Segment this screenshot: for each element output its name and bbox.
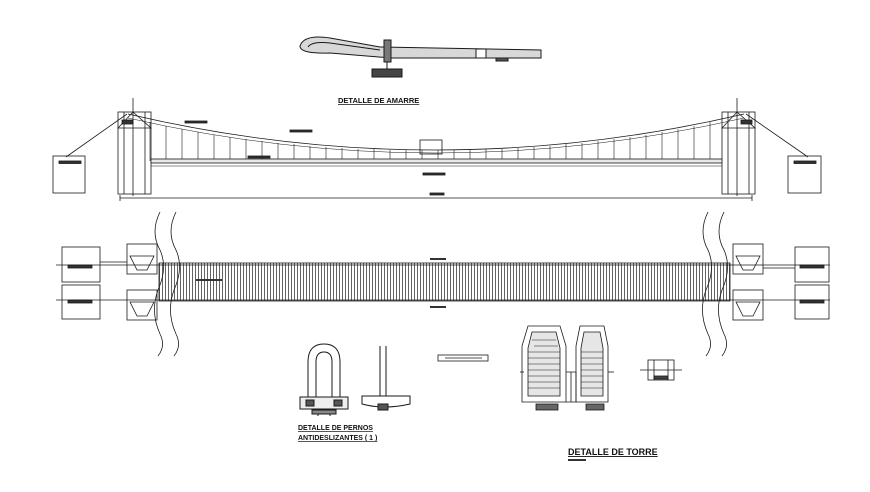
- section-detail: [640, 359, 682, 381]
- elevation-deck: [150, 158, 723, 164]
- left-anchor-block: [52, 155, 86, 194]
- plan-deck: [158, 258, 731, 308]
- pernos-label-line1: DETALLE DE PERNOS: [298, 425, 373, 432]
- clamp-detail: [437, 354, 489, 362]
- pernos-label-line2: ANTIDESLIZANTES ( 1 ): [298, 435, 377, 442]
- amarre-label: DETALLE DE AMARRE: [338, 96, 419, 105]
- amarre-detail: [299, 36, 542, 78]
- left-tower: [117, 98, 153, 196]
- pernos-detail: [299, 343, 411, 416]
- torre-scale-bar: [568, 459, 586, 461]
- right-tower: [721, 98, 757, 196]
- torre-detail: [520, 325, 614, 411]
- right-anchor-block: [787, 155, 822, 194]
- torre-label: DETALLE DE TORRE: [568, 447, 658, 457]
- main-cable: [127, 113, 745, 151]
- elevation-view: [52, 98, 822, 201]
